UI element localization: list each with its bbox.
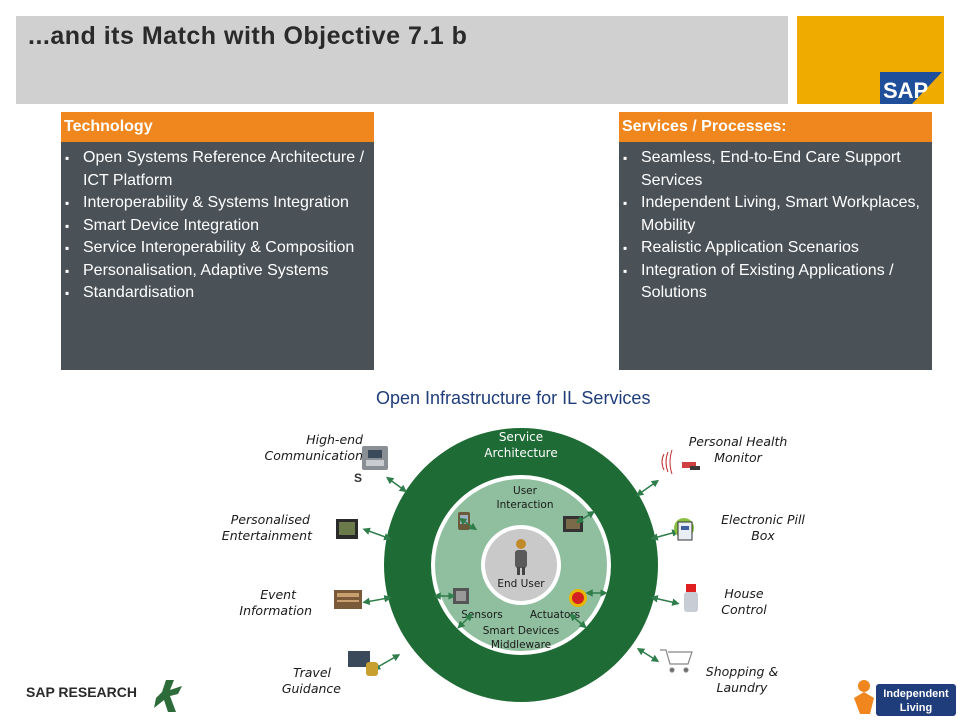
smart-devices-label: Smart Devices	[483, 625, 559, 637]
technology-item: Interoperability & Systems Integration	[61, 192, 370, 215]
shopping-label-2: Laundry	[717, 680, 769, 695]
tv-icon	[336, 519, 358, 539]
services-item: Independent Living, Smart Workplaces, Mo…	[619, 192, 928, 237]
sap-research-text: SAP RESEARCH	[26, 684, 137, 700]
technology-item: Open Systems Reference Architecture / IC…	[61, 147, 370, 192]
diagram-title: Open Infrastructure for IL Services	[376, 388, 651, 408]
high-end-label-1: High-end	[306, 432, 363, 447]
end-user-label: End User	[497, 578, 545, 590]
services-item: Realistic Application Scenarios	[619, 237, 928, 260]
service-architecture-label-2: Architecture	[484, 446, 557, 460]
sap-logo: SAP	[880, 72, 942, 104]
travel-label-1: Travel	[293, 665, 332, 680]
living-text: Living	[900, 702, 932, 714]
house-control-label-1: House	[724, 586, 763, 601]
services-item: Integration of Existing Applications / S…	[619, 260, 928, 305]
entertainment-label-2: Entertainment	[222, 528, 313, 543]
health-monitor-label-1: Personal Health	[689, 434, 788, 449]
technology-panel: Open Systems Reference Architecture / IC…	[61, 142, 374, 370]
technology-item: Personalisation, Adaptive Systems	[61, 260, 370, 283]
person-icon	[515, 539, 527, 575]
travel-label-2: Guidance	[282, 681, 341, 696]
technology-list: Open Systems Reference Architecture / IC…	[61, 147, 370, 305]
service-architecture-label-1: Service	[499, 430, 543, 444]
title-bar: ...and its Match with Objective 7.1 b	[16, 16, 788, 104]
user-interaction-label-1: User	[513, 485, 538, 497]
technology-item: Service Interoperability & Composition	[61, 237, 370, 260]
technology-item: Smart Device Integration	[61, 215, 370, 238]
actuator-icon	[569, 589, 587, 607]
entertainment-label-1: Personalised	[231, 512, 310, 527]
ring-arrows	[362, 476, 680, 670]
user-interaction-label-2: Interaction	[497, 499, 554, 511]
shopping-label-1: Shopping &	[706, 664, 779, 679]
event-label-2: Information	[239, 603, 312, 618]
newspaper-icon	[334, 590, 362, 609]
services-item: Seamless, End-to-End Care Support Servic…	[619, 147, 928, 192]
sap-logo-area: SAP	[797, 16, 944, 104]
technology-header: Technology	[61, 112, 374, 142]
independent-living-logo: Independent Living	[850, 676, 956, 716]
research-figure-icon	[148, 676, 188, 716]
monitor-inner-icon	[563, 516, 583, 532]
services-header: Services / Processes:	[619, 112, 932, 142]
slide-title: ...and its Match with Objective 7.1 b	[28, 22, 468, 50]
actuators-label: Actuators	[530, 609, 580, 621]
services-panel: Seamless, End-to-End Care Support Servic…	[619, 142, 932, 370]
technology-item: Standardisation	[61, 282, 370, 305]
high-end-label-2: Communication	[264, 448, 363, 463]
pda-icon	[348, 651, 378, 676]
house-control-label-2: Control	[721, 602, 767, 617]
services-list: Seamless, End-to-End Care Support Servic…	[619, 147, 928, 305]
sensor-icon	[453, 588, 469, 604]
health-monitor-icon	[661, 449, 700, 475]
health-monitor-label-2: Monitor	[714, 450, 762, 465]
pill-box-label-2: Box	[751, 528, 775, 543]
independent-text: Independent	[883, 688, 949, 700]
event-label-1: Event	[260, 587, 297, 602]
sap-logo-text: SAP	[883, 78, 928, 103]
phone-icon: S	[354, 446, 388, 485]
shopping-cart-icon	[660, 649, 693, 673]
pill-box-label-1: Electronic Pill	[721, 512, 805, 527]
independent-living-badge: Independent Living	[854, 680, 956, 716]
house-control-icon	[684, 584, 698, 612]
pill-box-icon	[674, 518, 694, 541]
middleware-label: Middleware	[491, 639, 551, 651]
svg-text:S: S	[354, 471, 362, 485]
